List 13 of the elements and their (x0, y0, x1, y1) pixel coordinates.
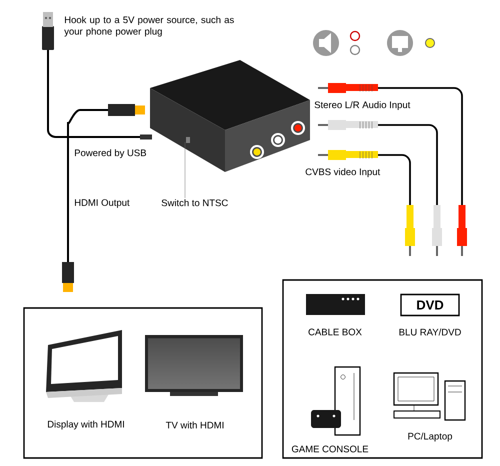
device-panel (23, 307, 263, 459)
callout-text: Powered by USB (74, 149, 146, 158)
device-caption: Display with HDMI (48, 420, 124, 430)
callout-text: CVBS video Input (306, 168, 380, 178)
device-caption: CABLE BOX (308, 328, 362, 336)
device-caption: PC/Laptop (408, 432, 452, 442)
device-caption: TV with HDMI (166, 422, 224, 428)
device-panel (282, 279, 483, 459)
callout-text: Hook up to a 5V power source, such as your phone power plug (64, 16, 234, 37)
device-caption: BLU RAY/DVD (399, 328, 461, 336)
device-caption: GAME CONSOLE (292, 446, 368, 452)
callout-text: Switch to NTSC (162, 199, 228, 206)
callout-text: HDMI Output (74, 199, 130, 208)
